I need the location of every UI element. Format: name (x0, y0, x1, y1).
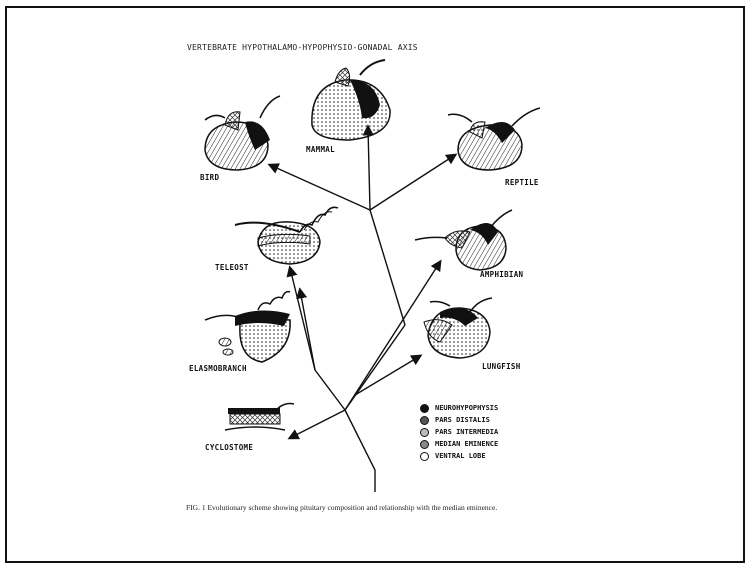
legend-swatch-icon (420, 428, 429, 437)
label-teleost: TELEOST (215, 263, 249, 272)
branch-cyclostome (290, 410, 345, 438)
branch-mammal (368, 127, 370, 210)
legend-label: NEUROHYPOPHYSIS (435, 404, 498, 412)
legend-label: MEDIAN EMINENCE (435, 440, 498, 448)
legend-swatch-icon (420, 416, 429, 425)
lungfish-pituitary-drawing (424, 298, 492, 358)
branch-amniote (370, 210, 405, 325)
mammal-pituitary-drawing (312, 60, 390, 140)
label-amphibian: AMPHIBIAN (480, 270, 523, 279)
elasmobranch-pituitary-drawing (205, 292, 290, 362)
label-cyclostome: CYCLOSTOME (205, 443, 253, 452)
legend-label: VENTRAL LOBE (435, 452, 486, 460)
legend-item: VENTRAL LOBE (420, 450, 498, 462)
legend-swatch-icon (420, 452, 429, 461)
branch-teleost (290, 268, 315, 370)
amphibian-pituitary-drawing (415, 210, 512, 270)
teleost-pituitary-drawing (235, 207, 338, 264)
label-elasmobranch: ELASMOBRANCH (189, 364, 247, 373)
label-reptile: REPTILE (505, 178, 539, 187)
branch-lungfish (355, 356, 420, 395)
trunk (345, 410, 375, 492)
branch-reptile (370, 155, 455, 210)
legend-label: PARS DISTALIS (435, 416, 490, 424)
figure-caption: FIG. 1 Evolutionary scheme showing pitui… (186, 503, 556, 512)
cyclostome-pituitary-drawing (225, 404, 294, 431)
label-bird: BIRD (200, 173, 219, 182)
legend: NEUROHYPOPHYSIS PARS DISTALIS PARS INTER… (420, 402, 498, 462)
reptile-pituitary-drawing (448, 108, 540, 170)
branch-bird (270, 165, 370, 210)
legend-swatch-icon (420, 404, 429, 413)
legend-swatch-icon (420, 440, 429, 449)
legend-item: NEUROHYPOPHYSIS (420, 402, 498, 414)
label-mammal: MAMMAL (306, 145, 335, 154)
legend-item: PARS DISTALIS (420, 414, 498, 426)
label-lungfish: LUNGFISH (482, 362, 521, 371)
legend-item: PARS INTERMEDIA (420, 426, 498, 438)
bird-pituitary-drawing (205, 96, 280, 170)
branch-elasmobranch (300, 290, 345, 410)
legend-item: MEDIAN EMINENCE (420, 438, 498, 450)
legend-label: PARS INTERMEDIA (435, 428, 498, 436)
